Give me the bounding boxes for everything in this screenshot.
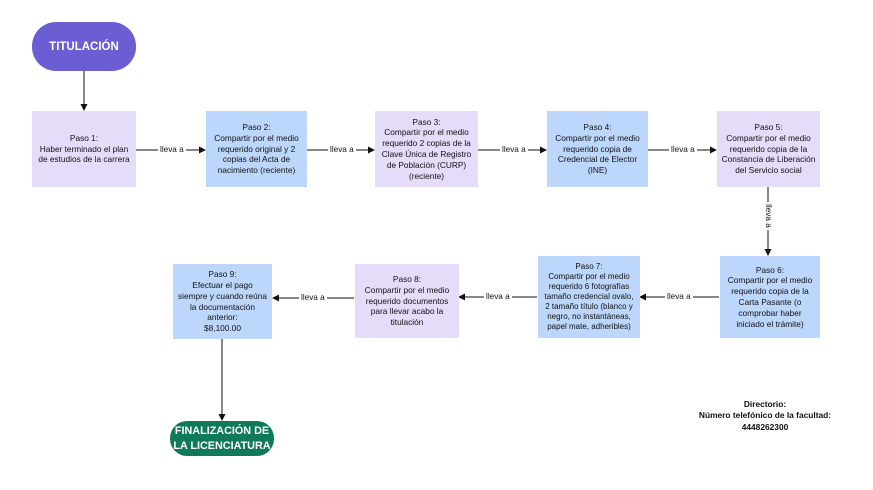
step-5-text: Paso 5:Compartir por el medio requerido … xyxy=(721,122,816,176)
edge-label-3-4: lleva a xyxy=(500,145,528,155)
edge-label-8-9: lleva a xyxy=(299,293,327,303)
edge-label-2-3: lleva a xyxy=(328,145,356,155)
start-node: TITULACIÓN xyxy=(32,22,136,71)
directory-note: Directorio: Número telefónico de la facu… xyxy=(660,399,870,433)
step-6-text: Paso 6:Compartir por el medio requerido … xyxy=(727,264,813,329)
end-node: FINALIZACIÓN DE LA LICENCIATURA xyxy=(170,421,274,456)
edge-label-6-7: lleva a xyxy=(665,292,693,302)
step-2-box: Paso 2:Compartir por el medio requerido … xyxy=(206,111,307,187)
step-9-box: Paso 9:Efectuar el pago siempre y cuando… xyxy=(173,264,272,339)
step-4-box: Paso 4:Compartir por el medio requerido … xyxy=(547,111,648,187)
step-7-text: Paso 7:Compartir por el medio requerido … xyxy=(544,262,634,331)
step-3-box: Paso 3:Compartir por el medio requerido … xyxy=(375,111,478,187)
edge-label-7-8: lleva a xyxy=(484,292,512,302)
step-6-box: Paso 6:Compartir por el medio requerido … xyxy=(720,256,820,338)
step-2-text: Paso 2:Compartir por el medio requerido … xyxy=(214,122,299,176)
step-8-text: Paso 8:Compartir por el medio requerido … xyxy=(364,274,450,328)
edge-label-5-6: lleva a xyxy=(762,202,773,230)
directory-phone: 4448262300 xyxy=(741,421,789,432)
directory-line: Número telefónico de la facultad: xyxy=(698,410,832,421)
edge-label-1-2: lleva a xyxy=(158,145,186,155)
step-9-text: Paso 9:Efectuar el pago siempre y cuando… xyxy=(177,269,267,334)
edge-label-4-5: lleva a xyxy=(669,145,697,155)
step-5-box: Paso 5:Compartir por el medio requerido … xyxy=(717,111,820,187)
step-8-box: Paso 8:Compartir por el medio requerido … xyxy=(355,264,459,338)
step-1-text: Paso 1:Haber terminado el plan de estudi… xyxy=(38,132,130,165)
step-1-box: Paso 1:Haber terminado el plan de estudi… xyxy=(32,111,136,187)
step-4-text: Paso 4:Compartir por el medio requerido … xyxy=(555,122,640,176)
step-7-box: Paso 7:Compartir por el medio requerido … xyxy=(538,256,640,338)
step-3-text: Paso 3:Compartir por el medio requerido … xyxy=(381,116,472,181)
directory-title: Directorio: xyxy=(743,399,787,409)
